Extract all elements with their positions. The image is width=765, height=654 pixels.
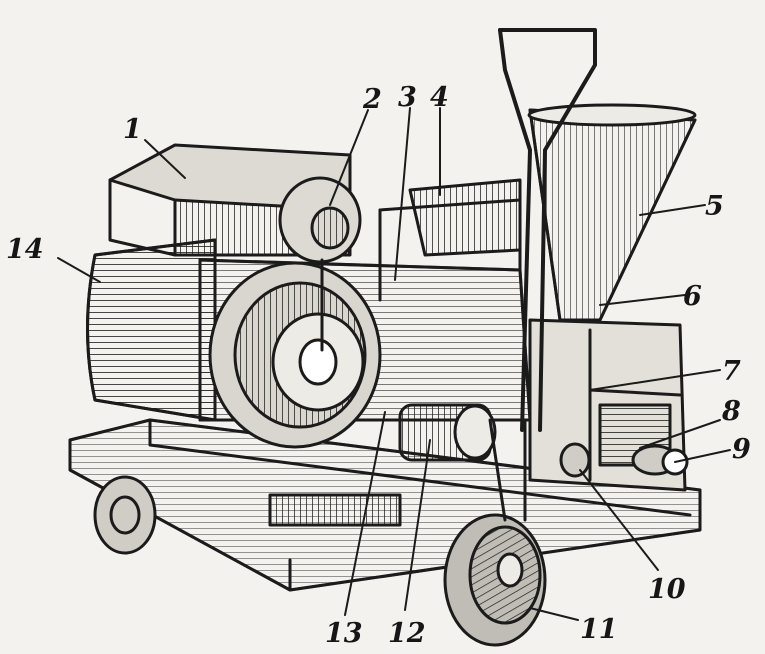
callout-9: 9 bbox=[732, 434, 751, 465]
front-wheel bbox=[443, 418, 547, 647]
callout-11: 11 bbox=[580, 614, 618, 645]
callout-2: 2 bbox=[362, 84, 382, 115]
callout-13: 13 bbox=[325, 618, 363, 649]
drive-pulley bbox=[208, 261, 382, 449]
callout-8: 8 bbox=[721, 396, 741, 427]
callout-1: 1 bbox=[123, 114, 142, 145]
callout-4: 4 bbox=[430, 82, 449, 113]
leader-lines bbox=[57, 107, 731, 621]
callout-12: 12 bbox=[388, 618, 426, 649]
callout-3: 3 bbox=[398, 82, 417, 113]
rear-wheel bbox=[93, 475, 157, 555]
pump-shaft-assembly bbox=[398, 403, 689, 478]
push-handle bbox=[498, 28, 597, 432]
callout-7: 7 bbox=[722, 356, 741, 387]
callout-14: 14 bbox=[6, 234, 44, 265]
callout-labels: 1 2 3 4 5 6 7 8 9 10 11 12 13 14 bbox=[6, 82, 751, 649]
callout-6: 6 bbox=[683, 281, 702, 312]
belt-pulley bbox=[278, 176, 362, 352]
callout-10: 10 bbox=[648, 574, 686, 605]
upper-hopper bbox=[408, 178, 522, 257]
electric-motor bbox=[86, 238, 217, 422]
base-frame bbox=[68, 418, 702, 592]
callout-5: 5 bbox=[705, 191, 724, 222]
